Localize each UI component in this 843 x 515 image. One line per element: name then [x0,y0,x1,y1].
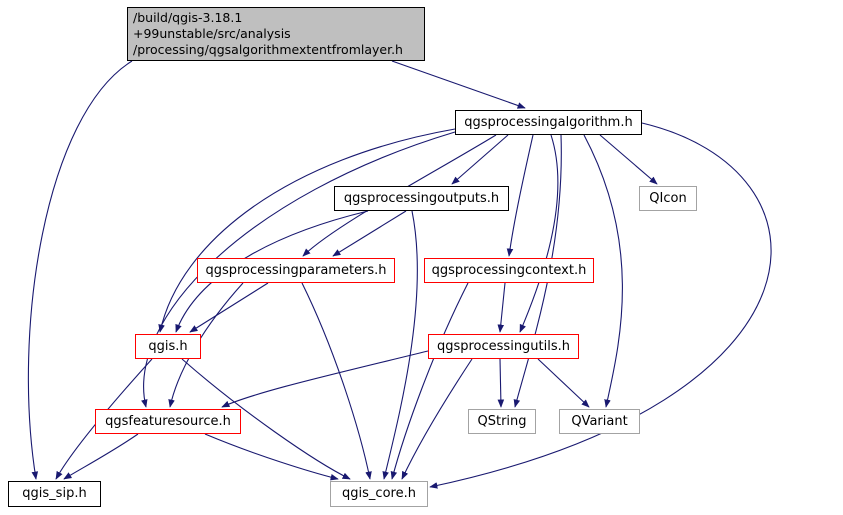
edge-featuresource-to-qgis_sip [63,433,139,480]
graph-node-qvariant-label: QVariant [571,413,628,429]
graph-node-qstring: QString [468,409,536,434]
graph-node-parameters-label: qgsprocessingparameters.h [205,262,387,278]
edge-algorithm-to-qgis_core [429,122,772,489]
edge-qgis-to-qgis_core [181,358,351,480]
edge-algorithm-to-qvariant [583,134,623,408]
graph-node-qgis_sip[interactable]: qgis_sip.h [8,481,101,507]
edge-context-to-qgis_core [390,282,469,480]
edge-featuresource-to-qgis_core [204,433,339,481]
graph-node-featuresource-label: qgsfeaturesource.h [105,413,231,429]
graph-node-qstring-label: QString [477,413,527,429]
edge-algorithm-to-outputs [451,134,509,185]
edge-utils-to-featuresource [221,350,429,408]
graph-node-qgis_sip-label: qgis_sip.h [22,486,87,501]
graph-node-algorithm[interactable]: qgsprocessingalgorithm.h [455,110,642,135]
graph-node-featuresource[interactable]: qgsfeaturesource.h [95,409,241,434]
edge-utils-to-qvariant [537,358,590,408]
graph-node-qgis-label: qgis.h [148,338,188,354]
graph-node-algorithm-label: qgsprocessingalgorithm.h [464,114,633,130]
edge-outputs-to-parameters [332,210,407,257]
graph-node-qgis_core: qgis_core.h [330,481,428,507]
graph-node-main: /build/qgis-3.18.1+99unstable/src/analys… [127,7,425,61]
edge-algorithm-to-qgis [158,128,456,333]
graph-node-qvariant: QVariant [559,409,640,434]
graph-node-qgis[interactable]: qgis.h [135,334,201,359]
graph-node-utils[interactable]: qgsprocessingutils.h [428,334,579,359]
graph-node-context[interactable]: qgsprocessingcontext.h [424,258,594,283]
edge-utils-to-qstring [497,358,505,408]
edge-main-to-qgis_sip [27,60,133,480]
graph-node-outputs-label: qgsprocessingoutputs.h [343,190,500,206]
graph-node-main-label: /processing/qgsalgorithmextentfromlayer.… [133,42,403,57]
graph-node-parameters[interactable]: qgsprocessingparameters.h [197,258,395,283]
edge-algorithm-to-qstring [513,134,562,408]
edge-utils-to-qgis_core [401,358,473,480]
edge-algorithm-to-qicon [599,134,658,185]
edge-outputs-to-qgis_core [382,210,418,480]
edge-algorithm-to-utils [519,134,559,333]
graph-node-main-label: +99unstable/src/analysis [133,26,291,41]
graph-node-utils-label: qgsprocessingutils.h [436,338,571,354]
edge-main-to-algorithm [391,60,526,109]
edge-context-to-utils [497,282,506,333]
graph-node-qicon-label: QIcon [649,190,687,206]
graph-node-qgis_core-label: qgis_core.h [342,486,416,501]
graph-node-outputs[interactable]: qgsprocessingoutputs.h [334,186,509,211]
edge-parameters-to-qgis_core [301,282,372,480]
graph-node-main-label: /build/qgis-3.18.1 [133,10,243,25]
graph-node-qicon: QIcon [639,186,697,211]
edge-algorithm-to-context [506,134,534,257]
edge-parameters-to-qgis [189,282,269,333]
graph-node-context-label: qgsprocessingcontext.h [431,262,587,278]
